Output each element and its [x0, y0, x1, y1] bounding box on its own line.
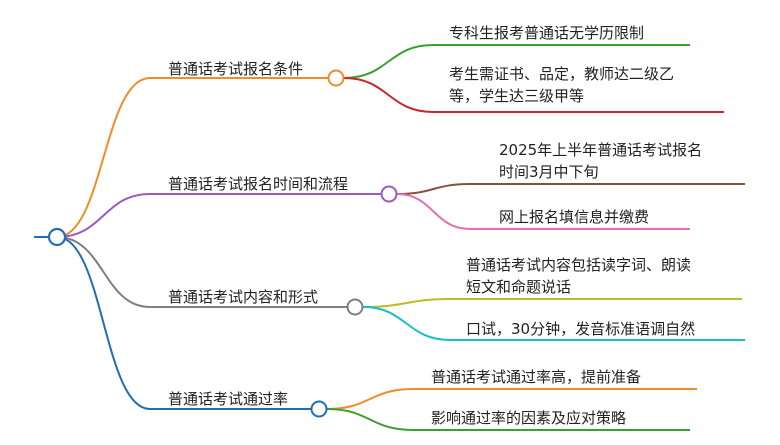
branch-2-label: 普通话考试报名时间和流程: [168, 175, 349, 193]
leaf-2-2-label: 网上报名填信息并缴费: [499, 206, 649, 228]
leaf-2-1-line-2: 时间3月中下旬: [499, 163, 599, 181]
leaf-4-1-connector: [326, 388, 697, 410]
leaf-4-1-line-1: 普通话考试通过率高，提前准备: [431, 368, 642, 386]
branch-2-connector: [56, 193, 381, 238]
leaf-1-1-connector: [343, 44, 690, 79]
leaf-1-2-line-2: 等，学生达三级甲等: [449, 87, 585, 105]
leaf-1-2-label: 考生需证书、品定，教师达二级乙等，学生达三级甲等: [449, 63, 674, 107]
leaf-1-2-connector: [343, 77, 724, 113]
branch-1-node[interactable]: [327, 69, 345, 87]
branch-3-label: 普通话考试内容和形式: [168, 288, 319, 306]
leaf-3-1-label: 普通话考试内容包括读字词、朗读短文和命题说话: [466, 254, 691, 298]
leaf-1-1-line-1: 专科生报考普通话无学历限制: [449, 24, 645, 42]
leaf-2-1-connector: [396, 183, 745, 195]
branch-3-node[interactable]: [346, 298, 364, 316]
leaf-2-2-line-1: 网上报名填信息并缴费: [499, 208, 650, 226]
leaf-4-1-label: 普通话考试通过率高，提前准备: [431, 366, 641, 388]
leaf-2-2-connector: [396, 193, 690, 230]
leaf-2-1-line-1: 2025年上半年普通话考试报名: [499, 141, 703, 159]
branch-4-connector: [56, 236, 311, 410]
branch-1-connector: [56, 77, 328, 238]
leaf-3-1-connector: [362, 298, 742, 308]
root-node[interactable]: [47, 227, 67, 247]
branch-4-node[interactable]: [310, 400, 328, 418]
leaf-3-2-connector: [362, 306, 745, 341]
leaf-2-1-label: 2025年上半年普通话考试报名时间3月中下旬: [499, 139, 702, 183]
leaf-3-2-label: 口试，30分钟，发音标准语调自然: [466, 318, 695, 340]
leaf-4-2-label: 影响通过率的因素及应对策略: [431, 407, 626, 429]
branch-3-connector: [56, 236, 347, 308]
leaf-3-1-line-1: 普通话考试内容包括读字词、朗读: [466, 256, 692, 274]
branch-1-label: 普通话考试报名条件: [168, 60, 304, 78]
leaf-4-2-connector: [326, 408, 690, 431]
leaf-1-1-label: 专科生报考普通话无学历限制: [449, 22, 644, 44]
branch-4-label: 普通话考试通过率: [168, 390, 289, 408]
leaf-4-2-line-1: 影响通过率的因素及应对策略: [431, 409, 627, 427]
leaf-3-2-line-1: 口试，30分钟，发音标准语调自然: [466, 320, 696, 338]
leaf-3-1-line-2: 短文和命题说话: [466, 278, 572, 296]
branch-2-node[interactable]: [380, 185, 398, 203]
leaf-1-2-line-1: 考生需证书、品定，教师达二级乙: [449, 65, 675, 83]
